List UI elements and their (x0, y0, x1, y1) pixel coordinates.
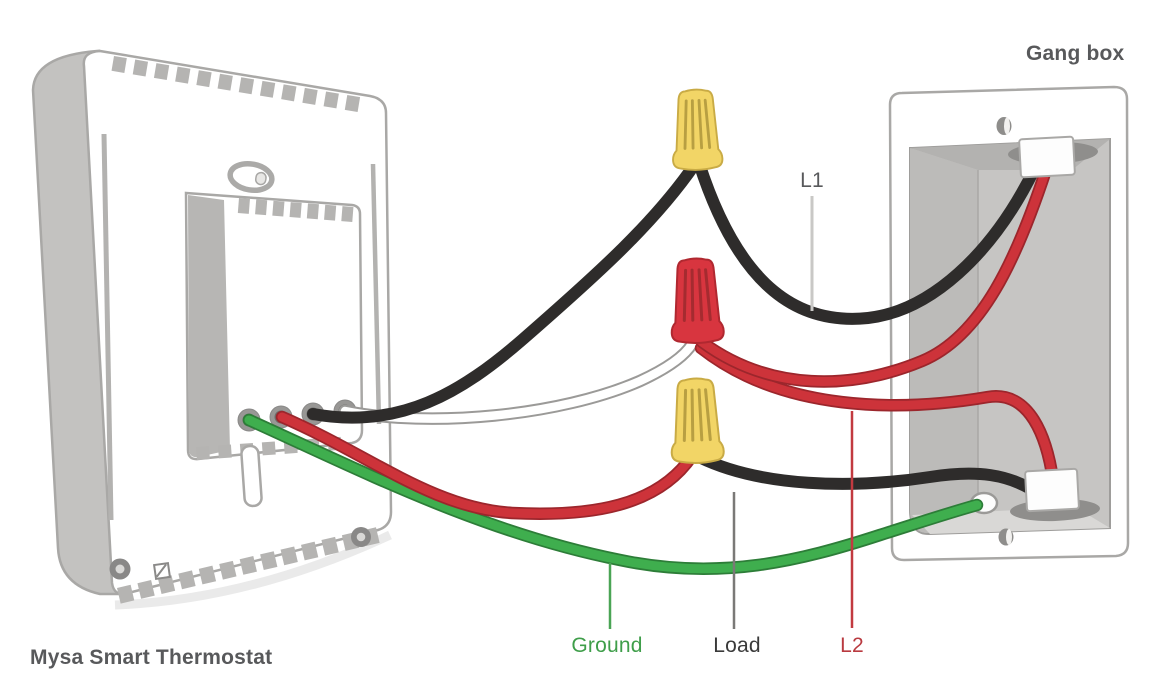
gang-box-label: Gang box (1026, 42, 1125, 65)
gang-box-screw-bottom (998, 528, 1014, 546)
labels: Gang box Mysa Smart Thermostat L1 Ground… (30, 42, 1125, 669)
thermostat-label: Mysa Smart Thermostat (30, 646, 272, 669)
red-wire-thermostat (277, 412, 697, 519)
recess-left-wall (188, 195, 230, 458)
recess-vents (237, 198, 354, 222)
red-connector (670, 257, 725, 345)
black-wire-thermostat (307, 158, 701, 424)
wire-connectors (670, 88, 725, 465)
top-vents (111, 56, 361, 112)
thermostat-shadow (114, 530, 392, 610)
red-l2-wire (696, 343, 1058, 485)
red-line-wire (697, 165, 1051, 386)
right-groove (370, 163, 382, 425)
green-ground-wire (244, 415, 982, 574)
wires (242, 157, 1060, 576)
l2-label: L2 (840, 634, 864, 657)
recess (184, 191, 364, 461)
l1-label: L1 (800, 169, 824, 192)
bottom-cable-clamp (1024, 467, 1080, 513)
thermostat-side (31, 49, 120, 596)
mount-clip (227, 160, 275, 194)
ground-label: Ground (571, 634, 642, 657)
top-yellow-connector (672, 88, 724, 171)
screw-right (351, 527, 371, 547)
gang-box-left-wall (910, 148, 978, 534)
hang-hook (240, 444, 263, 508)
certification-mark (152, 561, 172, 581)
top-cable-clamp (1018, 135, 1076, 179)
white-wire (340, 339, 697, 423)
thermostat (31, 49, 393, 610)
black-l1-wire (693, 157, 1040, 325)
left-groove (101, 133, 114, 521)
gang-box (888, 85, 1130, 562)
load-label: Load (713, 634, 761, 657)
bottom-yellow-connector (670, 377, 725, 465)
black-load-wire (693, 451, 1037, 495)
screw-left (109, 558, 131, 580)
gang-box-screw-top (996, 117, 1012, 135)
leader-lines (608, 196, 854, 629)
